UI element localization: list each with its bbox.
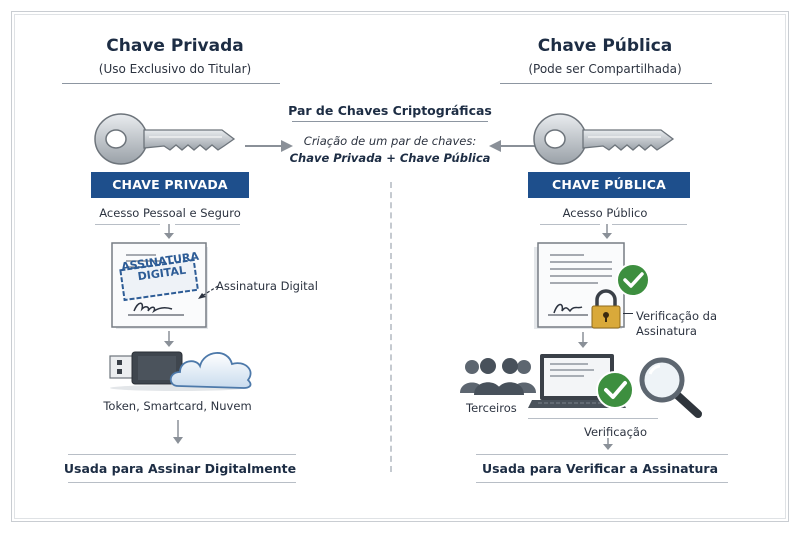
private-header-rule	[62, 83, 280, 84]
center-divider	[390, 182, 392, 472]
private-key-usage: Usada para Assinar Digitalmente	[63, 461, 297, 476]
public-usage-rule-bottom	[476, 482, 728, 483]
private-key-icon	[94, 113, 236, 165]
private-access-label: Acesso Pessoal e Seguro	[99, 206, 241, 220]
dashed-pointer-arrow-icon	[198, 285, 219, 299]
arrow-down-icon	[603, 438, 613, 450]
arrow-down-icon	[602, 224, 612, 239]
check-badge-icon	[616, 263, 650, 297]
verified-check-icon	[596, 371, 634, 409]
outer-frame	[11, 11, 789, 522]
third-parties-icon	[460, 358, 536, 395]
private-usage-rule-top	[68, 454, 296, 455]
arrow-down-icon	[578, 332, 588, 348]
verification-label: Verificação	[584, 425, 647, 439]
public-access-rule-left	[540, 224, 600, 225]
public-key-usage: Usada para Verificar a Assinatura	[481, 461, 719, 476]
public-key-subtitle: (Pode ser Compartilhada)	[528, 62, 682, 76]
verification-label-line-2: Assinatura	[636, 324, 697, 338]
verification-label-line-1: Verificação da	[636, 309, 717, 323]
key-pair-composition: Chave Privada + Chave Pública	[289, 151, 491, 165]
arrow-left-icon	[489, 140, 537, 152]
magnifying-glass-icon	[639, 357, 702, 418]
public-key-icon	[533, 113, 675, 165]
public-access-label: Acesso Público	[562, 206, 648, 220]
public-key-title: Chave Pública	[537, 36, 673, 56]
verify-pointer-line	[623, 313, 633, 314]
key-pair-rule	[292, 121, 488, 122]
public-usage-rule-top	[476, 454, 728, 455]
usb-token-icon	[109, 351, 246, 391]
padlock-icon	[591, 289, 621, 329]
private-key-badge: CHAVE PRIVADA	[91, 172, 249, 198]
private-access-rule-right	[175, 224, 240, 225]
signed-document-icon	[111, 242, 208, 329]
arrow-down-icon	[164, 331, 174, 347]
arrow-down-icon	[164, 224, 174, 239]
private-key-title: Chave Privada	[106, 36, 244, 56]
private-access-rule-left	[95, 224, 160, 225]
public-header-rule	[500, 83, 712, 84]
arrow-down-icon	[173, 420, 183, 444]
private-key-subtitle: (Uso Exclusivo do Titular)	[98, 62, 252, 76]
verified-document-icon	[534, 242, 625, 329]
third-parties-label: Terceiros	[466, 401, 517, 415]
key-pair-title: Par de Chaves Criptográficas	[288, 103, 492, 118]
cloud-icon	[169, 352, 252, 389]
public-access-rule-right	[612, 224, 687, 225]
storage-label: Token, Smartcard, Nuvem	[103, 399, 252, 413]
key-pair-description: Criação de um par de chaves:	[303, 134, 477, 148]
verification-bracket-line	[528, 418, 658, 419]
public-key-badge: CHAVE PÚBLICA	[528, 172, 690, 198]
inner-frame	[14, 14, 786, 519]
digital-signature-label: Assinatura Digital	[216, 279, 318, 293]
private-usage-rule-bottom	[68, 482, 296, 483]
arrow-right-icon	[245, 140, 293, 152]
signature-verification-label: Verificação da Assinatura	[636, 309, 717, 339]
